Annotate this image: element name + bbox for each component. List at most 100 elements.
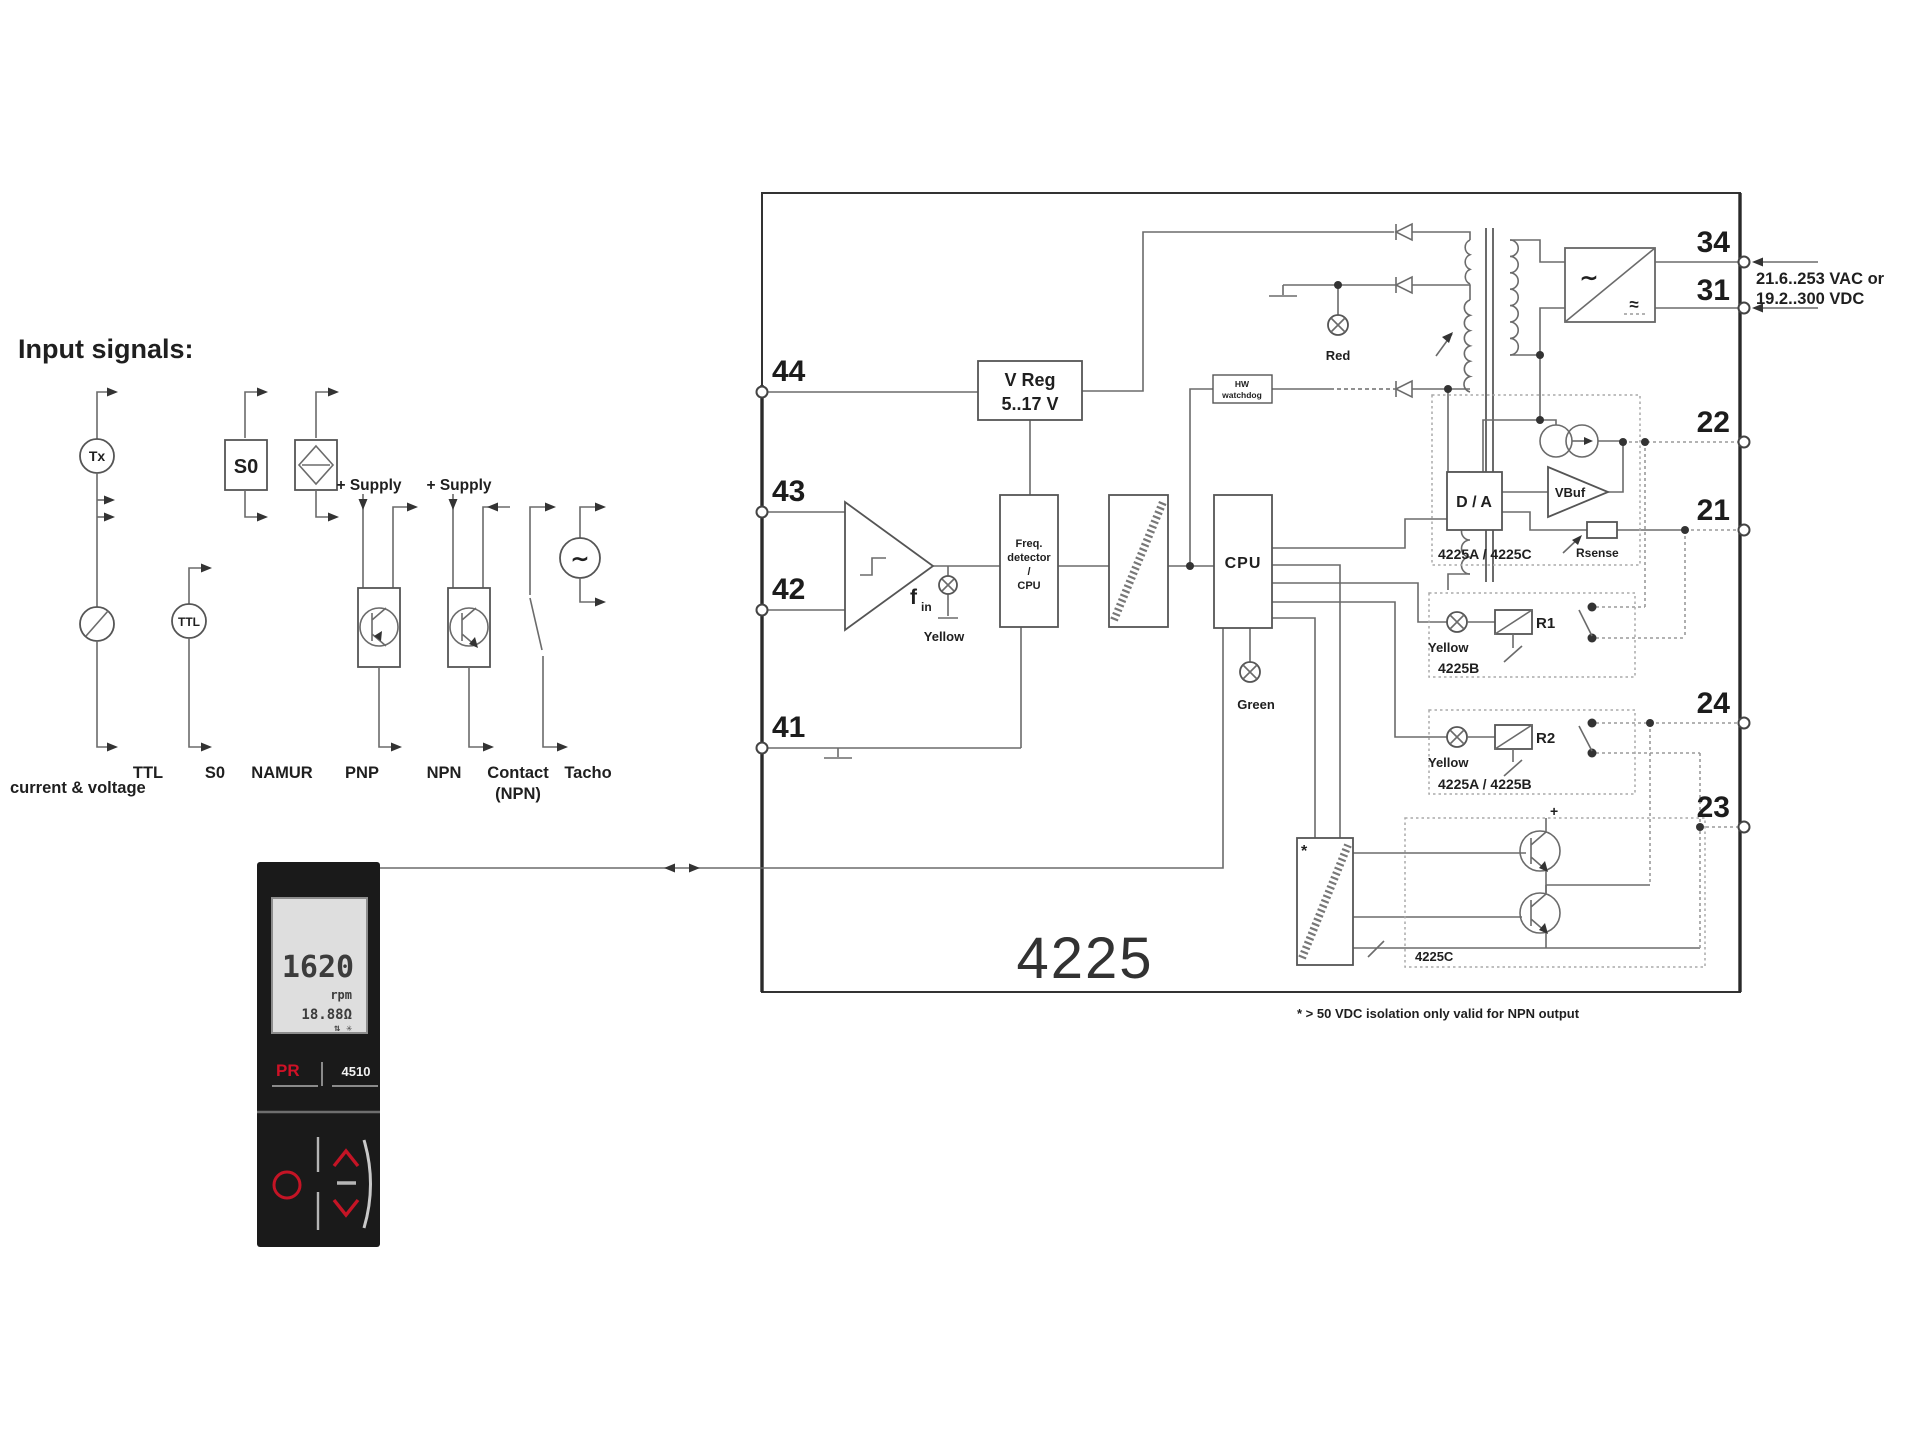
label-s0: S0 [205,764,225,782]
terminal-42 [755,603,769,617]
vreg-block: V Reg 5..17 V [977,360,1083,421]
variant-npn-label: 4225C [1415,949,1454,964]
isolation-hatch-icon [1298,843,1352,960]
input-current-voltage: Tx current & voltage [10,387,146,797]
main-unit-4225: 4225 [380,192,1885,1021]
freq-line3: / [1027,566,1030,578]
input-namur: NAMUR [251,387,339,782]
power-line2: 19.2..300 VDC [1756,290,1864,308]
da-label: D / A [1456,494,1492,511]
display-device-4510: 1620 rpm 18.88Ω ⇅ ✳ PR 4510 [257,862,380,1247]
freq-line1: Freq. [1016,538,1043,550]
variant-relay2-label: 4225A / 4225B [1438,776,1532,792]
label-tacho: Tacho [564,764,611,782]
terminal-42-label: 42 [772,573,805,606]
terminal-23-label: 23 [1697,791,1730,824]
watchdog-line1: HW [1235,379,1250,389]
input-tacho: ∼ Tacho [559,502,612,782]
up-button[interactable] [332,1148,360,1168]
terminal-22-label: 22 [1697,406,1730,439]
right-terminals: 34 31 22 21 24 23 [1697,226,1751,834]
analog-output-section: D / A VBuf Rsense 4225A / 4225C [1431,394,1641,566]
r1-label: R1 [1536,615,1555,632]
npn-transistor-icon [449,607,489,647]
npn-output-transistor1-icon [1519,830,1561,872]
pnp-transistor-box [357,587,401,668]
rsense-resistor-icon [1586,521,1618,539]
label-contact: Contact [487,764,549,782]
relay1-section: R1 Yellow 4225B [1428,592,1636,678]
input-pnp: + Supply PNP [336,477,418,782]
cpu-label: CPU [1225,555,1262,572]
fin-label: f [910,586,918,609]
namur-diamond-icon [297,444,335,486]
lcd-icons: ⇅ ✳ [333,1023,352,1034]
contact-switch-icon [529,597,543,651]
isolation-footnote: * > 50 VDC isolation only valid for NPN … [1297,1006,1580,1021]
device-keypad [272,1137,372,1230]
input-contact: Contact (NPN) [487,502,568,803]
keypad-arc-icon [362,1139,372,1229]
terminal-24-label: 24 [1697,687,1731,720]
freq-line4: CPU [1017,580,1040,592]
ok-button[interactable] [272,1170,302,1200]
npn-supply-label: + Supply [426,477,491,494]
label-contact-sub: (NPN) [495,785,541,803]
relay2-section: R2 Yellow 4225A / 4225B [1428,709,1636,795]
isolation-hatch-icon [1110,500,1167,622]
ac-symbol: ∼ [1580,265,1598,290]
device-lcd-screen [271,897,368,1034]
label-current-voltage: current & voltage [10,779,146,797]
main-unit-model: 4225 [1016,926,1153,991]
variant-analog-label: 4225A / 4225C [1438,546,1532,562]
vbuf-label: VBuf [1555,485,1586,500]
hw-watchdog-block: HW watchdog [1212,374,1273,404]
page-title: Input signals: [18,334,194,364]
label-ttl: TTL [133,764,163,782]
label-namur: NAMUR [251,764,312,782]
current-source-icon [1539,424,1573,458]
terminal-41 [755,741,769,755]
input-ttl: TTL TTL [133,563,212,782]
fin-sub-label: in [921,600,932,614]
terminal-41-label: 41 [772,711,805,744]
terminal-22 [1737,435,1751,449]
terminal-21-label: 21 [1697,494,1730,527]
r1-led-label: Yellow [1428,640,1469,655]
diode-icons [1394,222,1453,399]
rsense-label: Rsense [1576,546,1619,560]
terminal-34 [1737,255,1751,269]
input-s0: S0 S0 [205,387,268,782]
r2-led-label: Yellow [1428,755,1469,770]
ttl-symbol: TTL [178,615,200,629]
npn-plus-label: + [1550,803,1558,819]
terminal-44-label: 44 [772,355,806,388]
npn-transistor-box [447,587,491,668]
terminal-43 [755,505,769,519]
vreg-line1: V Reg [1004,370,1055,390]
lcd-secondary: 18.88Ω [301,1007,352,1023]
pnp-transistor-icon [359,607,399,647]
label-pnp: PNP [345,764,379,782]
s0-box-icon [224,439,268,491]
terminal-23 [1737,820,1751,834]
npn-output-section: 4225C + [1404,803,1706,968]
pnp-supply-label: + Supply [336,477,401,494]
brand-logo: PR [276,1061,300,1080]
terminal-44 [755,385,769,399]
watchdog-line2: watchdog [1221,390,1262,400]
lcd-value: 1620 [282,950,354,985]
hysteresis-icon [860,557,886,576]
device-model-label: 4510 [342,1064,371,1079]
terminal-43-label: 43 [772,475,805,508]
down-button[interactable] [332,1198,360,1218]
fin-led-label: Yellow [924,629,965,644]
power-supply-annotation: 21.6..253 VAC or 19.2..300 VDC [1752,257,1885,313]
r2-contact-icon [1578,725,1593,752]
power-line1: 21.6..253 VAC or [1756,270,1885,288]
comparator-icon [844,500,935,632]
input-npn: + Supply NPN [426,477,510,782]
npn-output-transistor2-icon [1519,892,1561,934]
terminal-24 [1737,716,1751,730]
red-led-label: Red [1326,348,1351,363]
